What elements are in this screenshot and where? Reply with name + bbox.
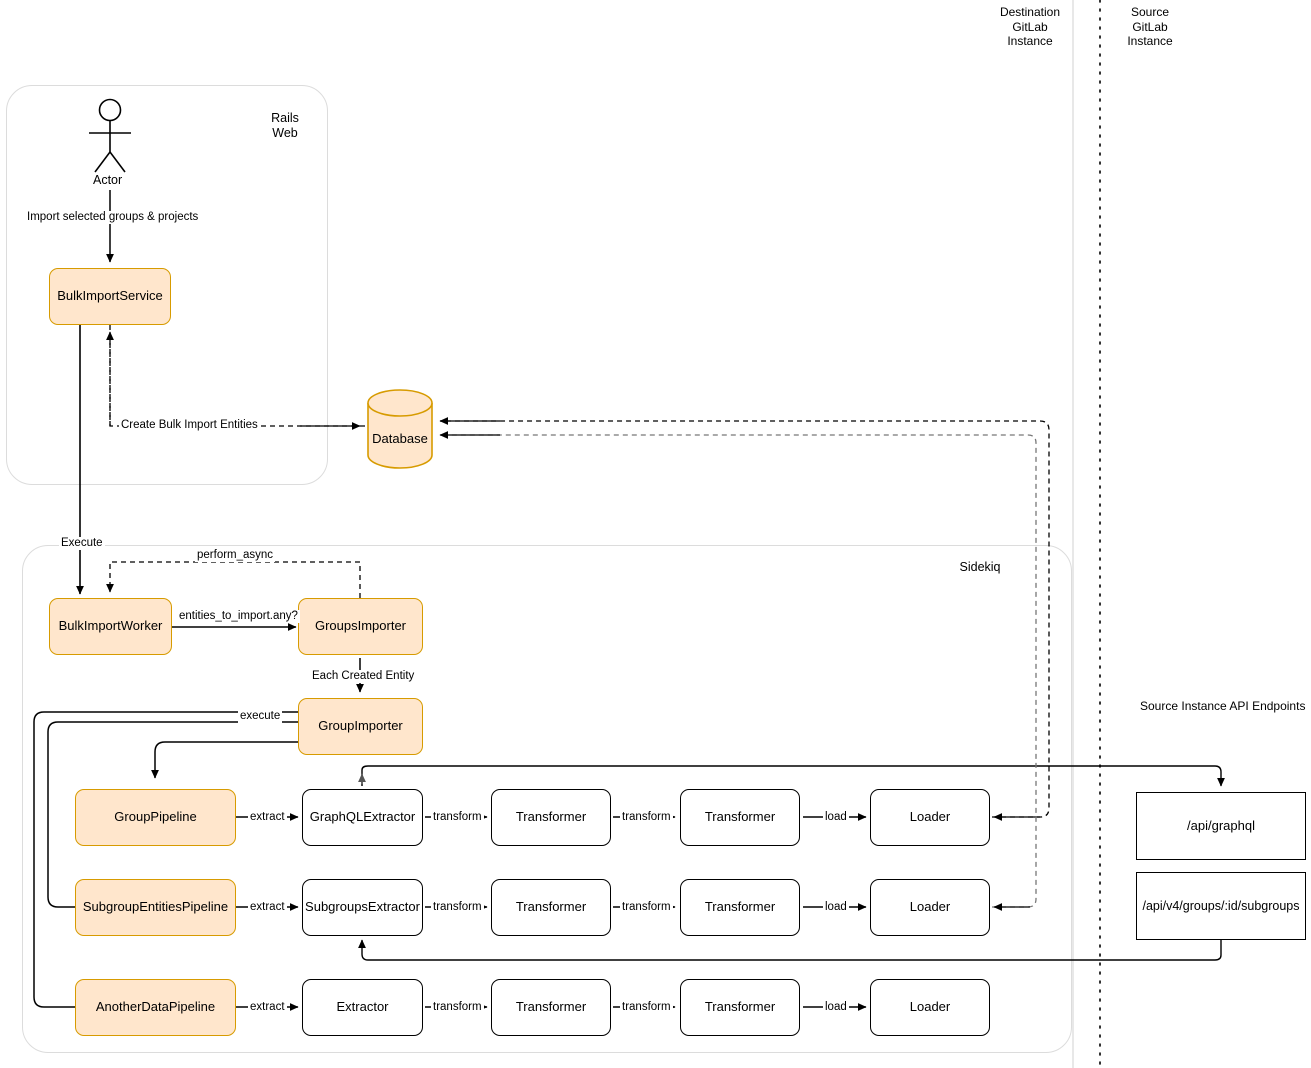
node-database[interactable]: Database [368, 390, 432, 468]
edge-label-transform-1-row1: transform [431, 811, 484, 824]
node-another-data-pipeline[interactable]: AnotherDataPipeline [75, 979, 236, 1036]
edge-label-transform-2-row1: transform [620, 811, 673, 824]
node-loader-row1[interactable]: Loader [870, 789, 990, 846]
edge-label-execute-worker: Execute [59, 537, 105, 550]
edge-label-extract-row3: extract [248, 1001, 287, 1014]
edge-label-transform-1-row3: transform [431, 1001, 484, 1014]
container-sidekiq-label: Sidekiq [959, 560, 1001, 574]
edge-label-transform-2-row3: transform [620, 1001, 673, 1014]
node-transformer-1-row2[interactable]: Transformer [491, 879, 611, 936]
node-group-pipeline[interactable]: GroupPipeline [75, 789, 236, 846]
node-transformer-2-row3[interactable]: Transformer [680, 979, 800, 1036]
source-instance-label: Source GitLab Instance [1127, 5, 1173, 49]
edge-label-entities-to-import: entities_to_import.any? [177, 610, 300, 623]
edge-label-execute: execute [238, 710, 283, 723]
source-api-endpoints-label: Source Instance API Endpoints [1137, 699, 1309, 714]
node-transformer-2-row1[interactable]: Transformer [680, 789, 800, 846]
node-subgroup-entities-pipeline[interactable]: SubgroupEntitiesPipeline [75, 879, 236, 936]
actor-label: Actor [93, 173, 123, 187]
container-rails-web [6, 85, 328, 485]
edge-label-create-bulk-import-entities: Create Bulk Import Entities [119, 419, 260, 432]
node-subgroups-extractor[interactable]: SubgroupsExtractor [302, 879, 423, 936]
destination-instance-label: Destination GitLab Instance [999, 5, 1061, 49]
edge-label-load-row3: load [823, 1001, 849, 1014]
node-groups-importer[interactable]: GroupsImporter [298, 598, 423, 655]
node-group-importer[interactable]: GroupImporter [298, 698, 423, 755]
node-loader-row3[interactable]: Loader [870, 979, 990, 1036]
node-bulk-import-worker[interactable]: BulkImportWorker [49, 598, 172, 655]
node-transformer-1-row1[interactable]: Transformer [491, 789, 611, 846]
edge-label-import-selected: Import selected groups & projects [25, 211, 201, 224]
node-transformer-2-row2[interactable]: Transformer [680, 879, 800, 936]
edge-label-each-created-entity: Each Created Entity [310, 670, 417, 683]
node-bulk-import-service[interactable]: BulkImportService [49, 268, 171, 325]
edge-label-extract-row1: extract [248, 811, 287, 824]
edge-label-load-row1: load [823, 811, 849, 824]
edge-label-transform-2-row2: transform [620, 901, 673, 914]
node-graphql-extractor[interactable]: GraphQLExtractor [302, 789, 423, 846]
node-loader-row2[interactable]: Loader [870, 879, 990, 936]
edge-label-load-row2: load [823, 901, 849, 914]
endpoint-api-subgroups[interactable]: /api/v4/groups/:id/subgroups [1136, 872, 1306, 940]
edge-label-extract-row2: extract [248, 901, 287, 914]
edge-label-transform-1-row2: transform [431, 901, 484, 914]
node-extractor-row3[interactable]: Extractor [302, 979, 423, 1036]
edge-label-perform-async: perform_async [195, 549, 276, 562]
database-label: Database [372, 431, 428, 446]
endpoint-api-graphql[interactable]: /api/graphql [1136, 792, 1306, 860]
container-rails-web-label: Rails Web [271, 111, 299, 141]
node-transformer-1-row3[interactable]: Transformer [491, 979, 611, 1036]
